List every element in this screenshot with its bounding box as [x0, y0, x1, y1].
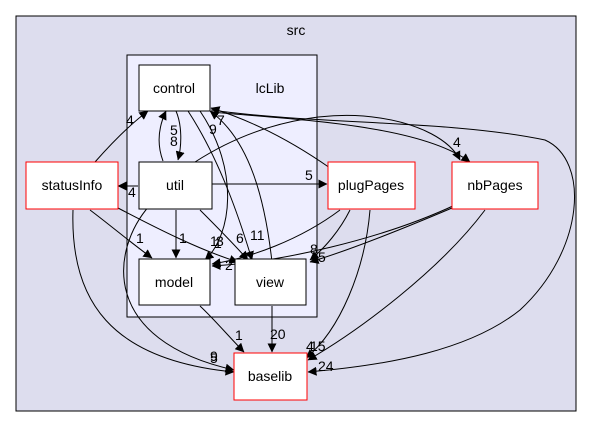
edge-label-control-baselib: 24: [318, 358, 334, 374]
edge-label-plugpages-view: 8: [310, 241, 318, 257]
node-control-label: control: [153, 80, 195, 96]
edge-util-view: [199, 209, 249, 261]
node-model[interactable]: model: [138, 258, 211, 306]
edge-label-util-model: 1: [179, 230, 187, 246]
edge-label-plugpages-control: 7: [217, 112, 225, 128]
edge-label-control-nbpages: 4: [453, 134, 461, 150]
edge-label-util-baselib: 9: [210, 348, 218, 364]
cluster-src-title: src: [287, 22, 306, 38]
edge-control-baselib: [210, 109, 576, 376]
edge-label-view-control: 9: [209, 121, 217, 137]
edge-statusinfo-baselib: [72, 209, 235, 376]
edge-control-view: [187, 110, 254, 261]
edge-label-statusinfo-view: 1: [210, 233, 218, 249]
edge-label-util-control: 5: [170, 122, 178, 138]
node-control[interactable]: control: [138, 64, 211, 112]
edge-statusinfo-model: [89, 209, 153, 259]
node-baselib[interactable]: baselib: [233, 352, 308, 401]
edge-plugpages-control: [210, 106, 331, 169]
node-statusinfo[interactable]: statusInfo: [25, 161, 119, 210]
edge-statusinfo-control: [94, 110, 149, 163]
edge-label-nbpages-model: 2: [225, 257, 233, 273]
node-view[interactable]: view: [234, 258, 307, 306]
node-model-label: model: [155, 274, 193, 290]
edge-util-baselib: [123, 204, 235, 373]
edge-label-util-view: 11: [250, 227, 265, 243]
edge-label-nbpages-view: 5: [318, 249, 326, 265]
edge-label-util-statusinfo: 4: [128, 184, 136, 200]
node-view-label: view: [256, 274, 285, 290]
node-nbpages-label: nbPages: [467, 177, 522, 193]
node-statusinfo-label: statusInfo: [42, 177, 103, 193]
node-plugpages-label: plugPages: [338, 177, 404, 193]
edge-util-control: [158, 110, 167, 162]
edge-label-model-baselib: 1: [235, 327, 243, 343]
edge-label-util-plugpages: 5: [305, 167, 313, 183]
node-util-label: util: [166, 177, 184, 193]
edge-label-plugpages-baselib: 4: [306, 338, 314, 354]
edge-label-plugpages-model: 1: [214, 235, 222, 251]
edge-label-statusinfo-baselib: 5: [210, 350, 218, 366]
cluster-lclib-title: lcLib: [256, 80, 285, 96]
edge-plugpages-baselib: [305, 209, 371, 359]
edge-label-control-view: 6: [236, 230, 244, 246]
edge-labels: 4 5 8 9 7 4 5 4 1 1 3 1 6 11 1 2 8 5 1 2…: [126, 112, 461, 374]
edge-label-statusinfo-model: 1: [136, 230, 144, 246]
edge-util-nbpages: [194, 114, 461, 163]
edge-nbpages-view: [309, 207, 453, 264]
edge-model-baselib: [199, 305, 245, 353]
edge-control-model: [199, 110, 229, 261]
edge-label-view-baselib: 20: [270, 326, 286, 342]
edge-control-nbpages: [210, 111, 471, 163]
edge-label-statusinfo-control: 4: [126, 112, 134, 128]
node-baselib-label: baselib: [248, 368, 293, 384]
edge-plugpages-model: [211, 209, 341, 268]
node-plugpages[interactable]: plugPages: [327, 161, 416, 210]
node-nbpages[interactable]: nbPages: [451, 161, 539, 210]
edge-control-util: [175, 110, 185, 161]
edge-view-control: [209, 110, 273, 263]
edge-label-control-util: 8: [170, 133, 178, 149]
edge-label-control-model: 3: [216, 233, 224, 249]
edge-statusinfo-view: [117, 207, 239, 264]
edge-nbpages-baselib: [307, 209, 486, 361]
edge-label-nbpages-baselib: 15: [310, 338, 326, 354]
node-util[interactable]: util: [138, 161, 213, 210]
